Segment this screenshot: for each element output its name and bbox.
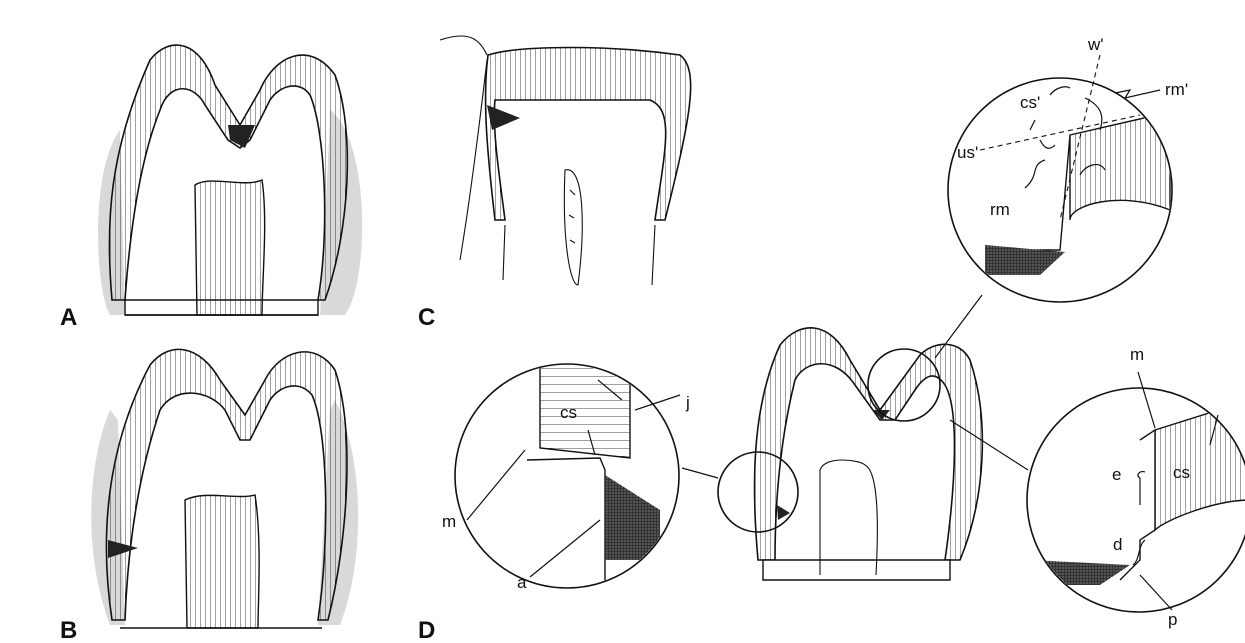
label-rm: rm	[990, 200, 1010, 219]
label-w-prime: w'	[1087, 35, 1104, 54]
label-cs-right: cs	[1173, 463, 1190, 482]
panel-c-tooth	[440, 36, 691, 285]
panel-letter-c: C	[418, 304, 435, 331]
panel-b-tooth	[91, 349, 358, 628]
label-j: j	[685, 393, 690, 412]
label-cs-left: cs	[560, 403, 577, 422]
label-cs-prime: cs'	[1020, 93, 1040, 112]
panel-letter-d: D	[418, 617, 435, 643]
label-a: a	[517, 573, 527, 592]
panel-a-tooth	[98, 45, 362, 315]
label-m-left: m	[442, 512, 456, 531]
label-us-prime: us'	[957, 143, 978, 162]
label-e: e	[1112, 465, 1121, 484]
arrow-center-to-left	[682, 468, 718, 478]
panel-d-center-tooth	[718, 328, 982, 580]
panel-d-bottom-magnifier	[1027, 372, 1245, 612]
panel-letter-a: A	[60, 304, 77, 331]
label-d: d	[1113, 535, 1122, 554]
panel-d-left-magnifier	[455, 360, 680, 600]
label-m-right: m	[1130, 345, 1144, 364]
label-p: p	[1168, 610, 1177, 629]
panel-d-top-magnifier	[948, 55, 1172, 302]
label-rm-prime: rm'	[1165, 80, 1188, 99]
panel-letter-b: B	[60, 617, 77, 643]
